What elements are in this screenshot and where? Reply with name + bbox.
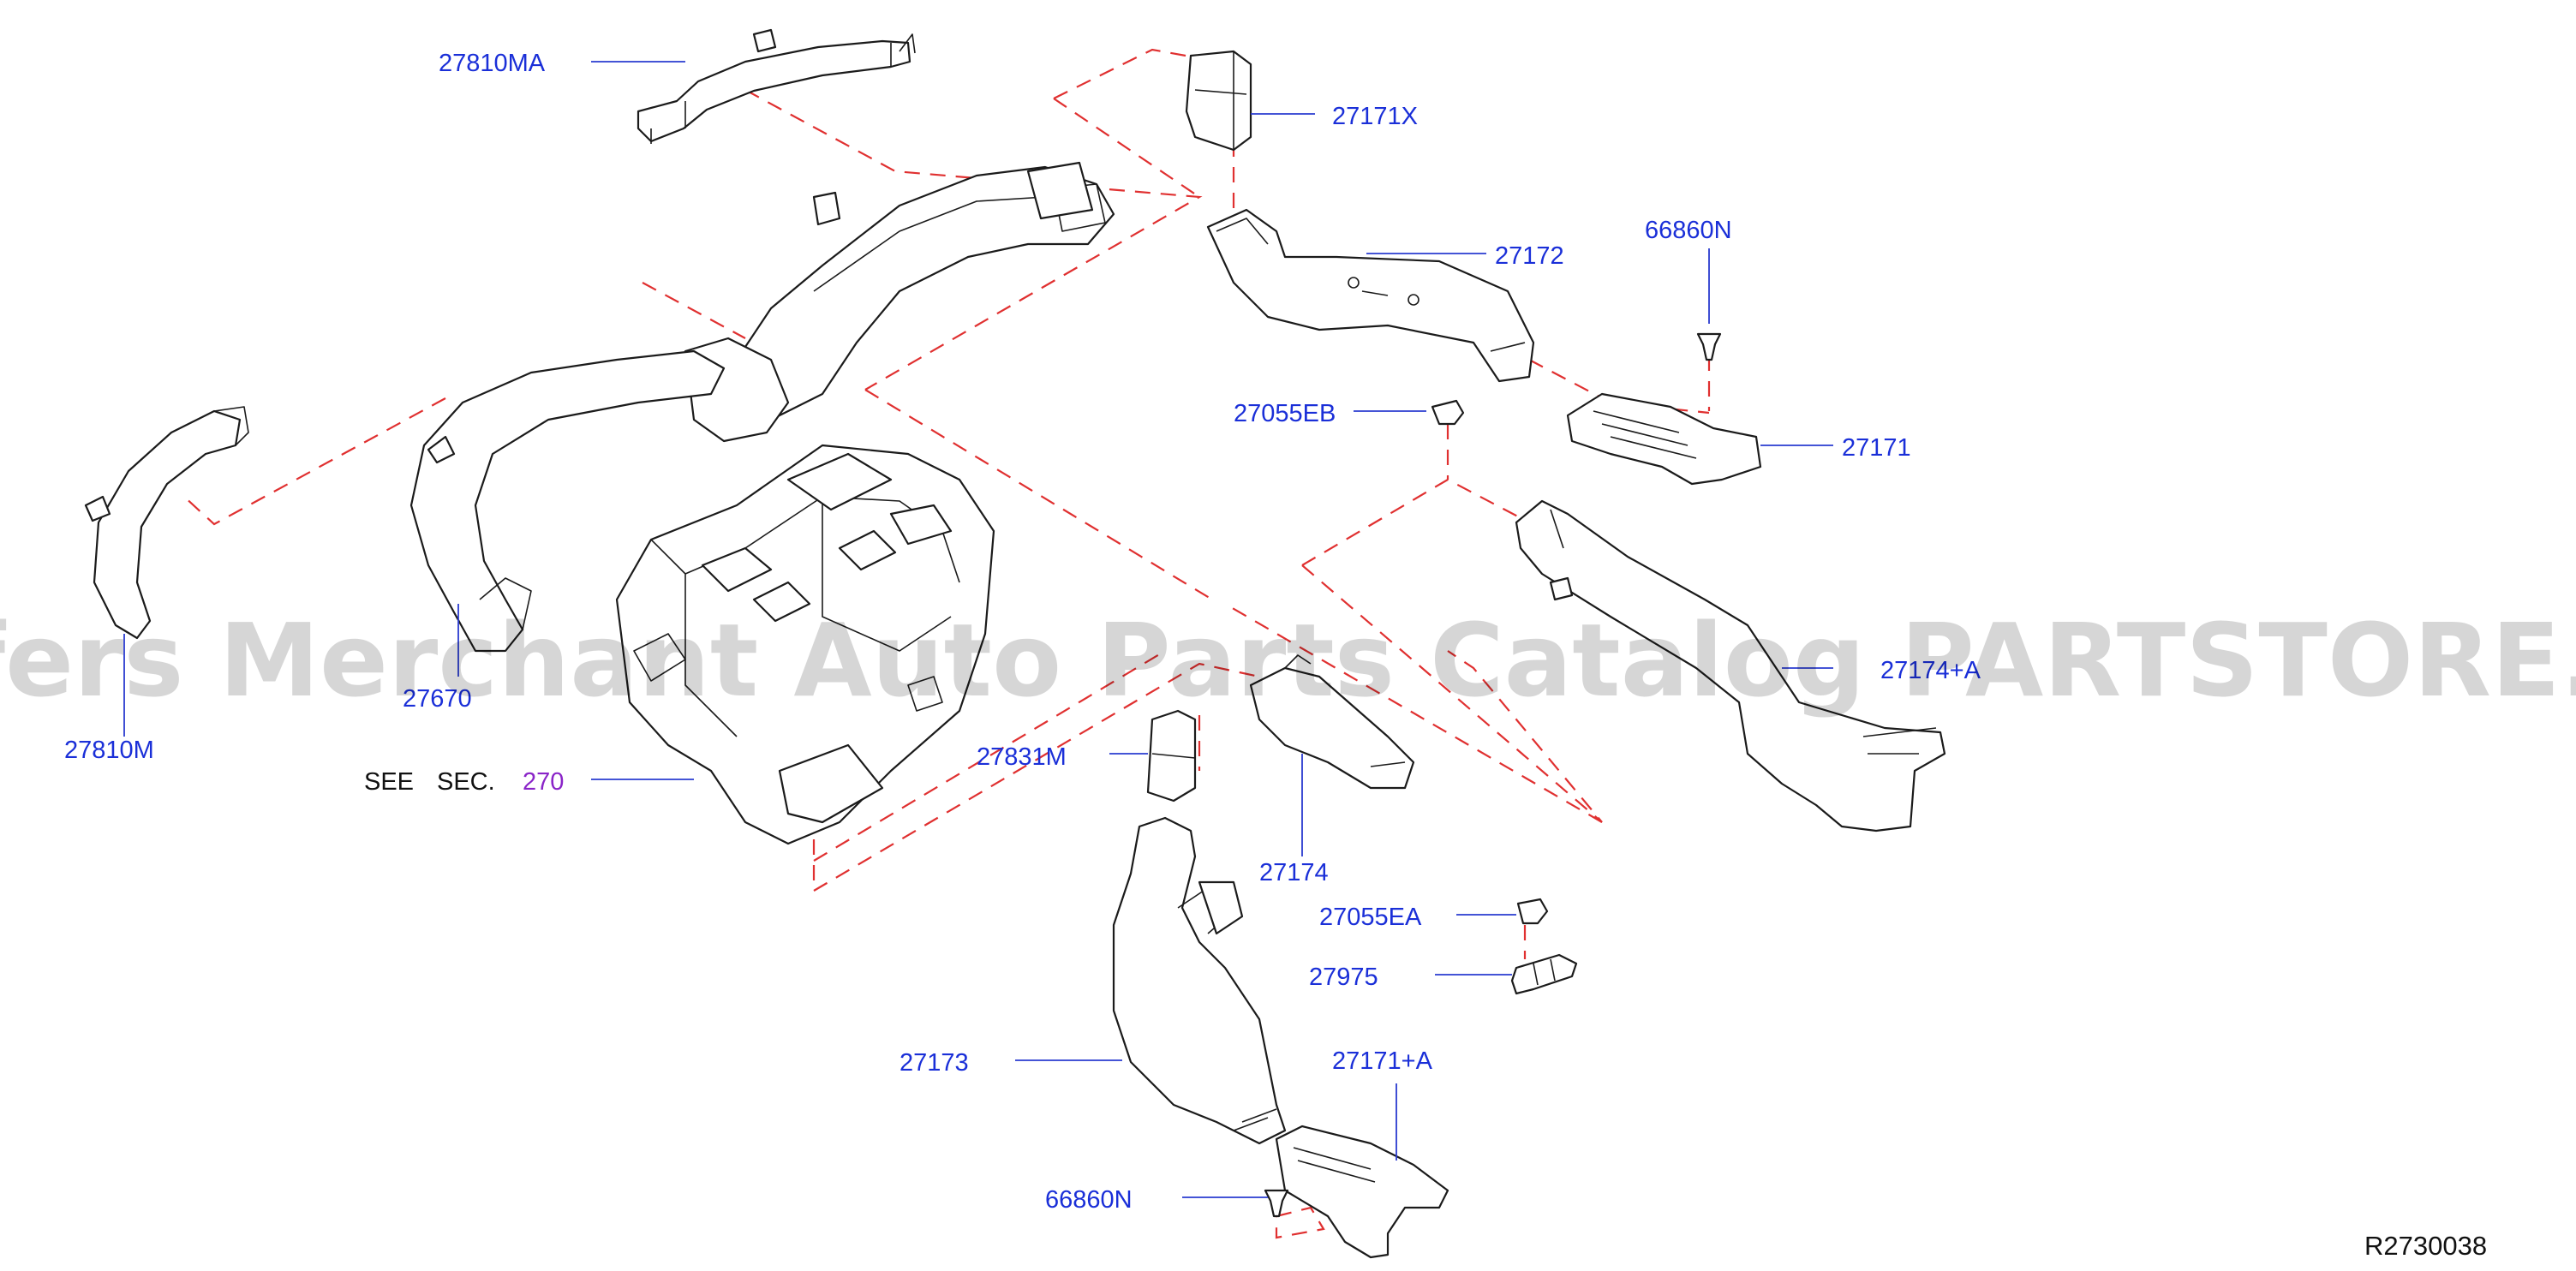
part-center-upper-duct[interactable] xyxy=(684,161,1115,443)
part-27055EB-clip[interactable] xyxy=(1431,399,1465,426)
label-27055EA[interactable]: 27055EA xyxy=(1319,904,1422,931)
leader-lines xyxy=(123,61,1833,1198)
label-66860N-top[interactable]: 66860N xyxy=(1645,217,1732,244)
label-27975[interactable]: 27975 xyxy=(1309,964,1378,991)
part-27831M[interactable] xyxy=(1146,709,1197,803)
label-27171A[interactable]: 27171+A xyxy=(1332,1047,1433,1075)
label-27810MA[interactable]: 27810MA xyxy=(439,50,546,77)
part-27174-duct[interactable] xyxy=(1249,654,1415,790)
part-27810M-duct[interactable] xyxy=(84,406,249,640)
label-27670[interactable]: 27670 xyxy=(403,685,472,713)
label-section-270[interactable]: 270 xyxy=(523,768,564,796)
label-27831M[interactable]: 27831M xyxy=(977,743,1067,771)
part-66860N-top-clip[interactable] xyxy=(1696,332,1722,361)
part-27171A[interactable] xyxy=(1275,1125,1449,1259)
part-66860N-bottom-clip[interactable] xyxy=(1264,1189,1289,1218)
part-27171X[interactable] xyxy=(1185,50,1252,152)
label-27174A[interactable]: 27174+A xyxy=(1880,657,1981,684)
part-heater-unit[interactable] xyxy=(615,444,995,845)
label-27810M[interactable]: 27810M xyxy=(64,737,154,764)
label-27172[interactable]: 27172 xyxy=(1495,242,1564,270)
part-27174A-duct[interactable] xyxy=(1515,499,1946,832)
label-66860N-bottom[interactable]: 66860N xyxy=(1045,1186,1133,1214)
part-labels: 27810MA 27171X 27172 66860N 27055EB 2717… xyxy=(64,50,2487,1261)
label-27174[interactable]: 27174 xyxy=(1259,859,1329,886)
part-27173-duct[interactable] xyxy=(1112,816,1287,1145)
label-27055EB[interactable]: 27055EB xyxy=(1234,400,1336,427)
label-sec: SEC. xyxy=(437,768,495,796)
reference-code: R2730038 xyxy=(2364,1231,2487,1261)
watermark-text: Offers Merchant Auto Parts Catalog PARTS… xyxy=(0,601,2576,719)
part-27810MA-duct[interactable] xyxy=(637,28,916,144)
label-27171[interactable]: 27171 xyxy=(1842,434,1911,462)
part-27975-bracket[interactable] xyxy=(1510,953,1578,995)
part-27171[interactable] xyxy=(1566,392,1762,486)
part-27670-duct[interactable] xyxy=(409,349,726,653)
label-27173[interactable]: 27173 xyxy=(900,1049,969,1077)
part-27055EA-clip[interactable] xyxy=(1516,898,1549,925)
part-27172-duct[interactable] xyxy=(1206,208,1535,383)
label-27171X[interactable]: 27171X xyxy=(1332,103,1418,130)
label-see: SEE xyxy=(364,768,414,796)
